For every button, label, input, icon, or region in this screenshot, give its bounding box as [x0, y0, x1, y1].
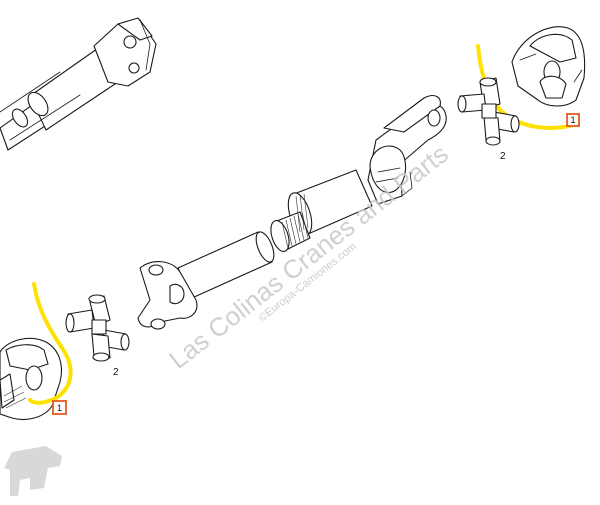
universal-joint-spider-bottom — [65, 294, 130, 362]
svg-text:1: 1 — [57, 403, 62, 413]
highlight-bottom-left — [28, 282, 73, 405]
shaft-tube-center — [137, 231, 275, 330]
flange-yoke-top-right — [511, 26, 586, 107]
callout-bottom-left: 1 — [52, 400, 67, 415]
svg-text:1: 1 — [570, 115, 575, 125]
shaft-tube-top-left — [0, 17, 157, 151]
part-label-spider-bottom: 2 — [113, 367, 119, 378]
highlight-top-right — [476, 44, 580, 130]
splined-shaft-center — [270, 169, 373, 252]
watermark-logo — [4, 446, 62, 496]
flange-yoke-bottom-left — [0, 337, 63, 421]
part-label-spider-top: 2 — [500, 151, 506, 162]
universal-joint-spider-top — [457, 77, 520, 146]
callout-top-right: 1 — [566, 113, 580, 127]
slip-yoke-center — [367, 95, 447, 205]
